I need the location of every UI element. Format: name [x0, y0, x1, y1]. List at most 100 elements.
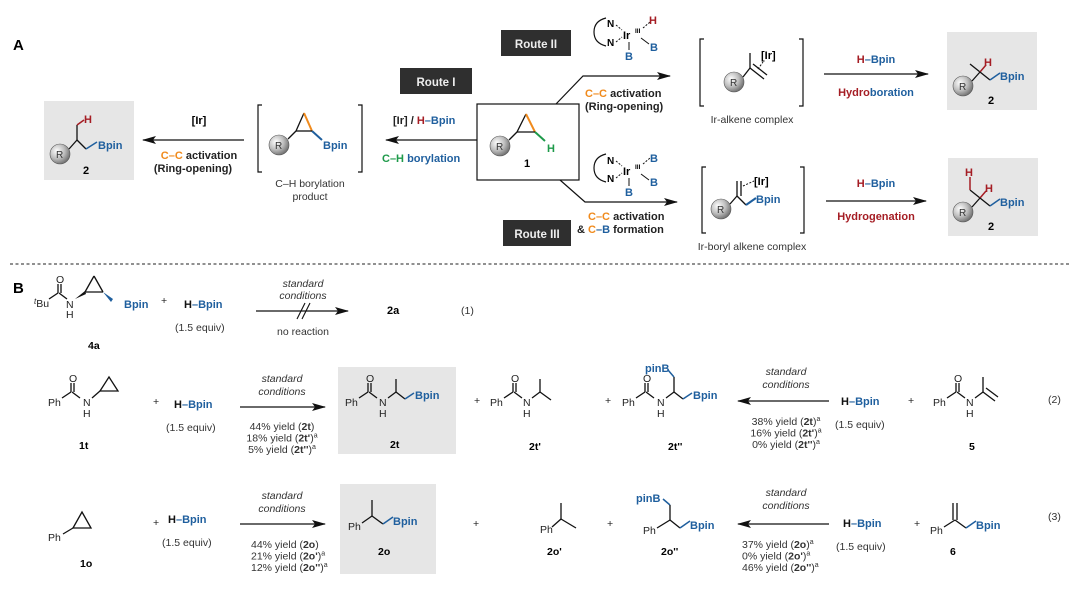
svg-text:Bpin: Bpin [393, 516, 418, 528]
svg-text:N: N [966, 397, 974, 409]
svg-text:(1): (1) [461, 305, 474, 317]
svg-text:B: B [650, 42, 658, 54]
svg-text:Ph: Ph [643, 525, 656, 537]
svg-text:2o': 2o' [547, 546, 562, 558]
svg-text:6: 6 [950, 546, 956, 558]
svg-text:H: H [83, 408, 91, 420]
substrate-1t: Ph O N H 1t [48, 373, 120, 452]
svg-text:Bpin: Bpin [1000, 71, 1025, 83]
svg-text:Ir: Ir [623, 30, 631, 42]
starting-material-1: R H 1 [476, 103, 580, 181]
svg-text:(1.5 equiv): (1.5 equiv) [175, 322, 225, 334]
svg-text:standard: standard [283, 278, 325, 290]
forward-yields-3: 44% yield (2o)21% yield (2o')a12% yield … [251, 539, 328, 574]
yield-line: 12% yield (2o'')a [251, 562, 328, 574]
svg-text:III: III [635, 28, 641, 35]
yield-line: 37% yield (2o)a [742, 539, 814, 551]
hbpin-reagent-3: H–Bpin [168, 514, 207, 526]
ir-boryl-alkene-complex: R [Ir] Bpin Ir-boryl alkene complex [698, 166, 807, 253]
svg-text:[Ir]: [Ir] [761, 50, 776, 62]
panel-a-label: A [13, 37, 24, 54]
route-2-catalyst: N N Ir III H B B [593, 15, 658, 63]
svg-text:[Ir]: [Ir] [754, 176, 769, 188]
alkene-5: Ph O N H 5 [933, 373, 999, 453]
svg-text:R: R [959, 82, 966, 93]
svg-text:N: N [66, 299, 74, 311]
svg-text:standard: standard [766, 366, 808, 378]
svg-text:C–H borylation: C–H borylation [275, 178, 345, 190]
svg-text:O: O [643, 373, 651, 385]
route-3-process-line1: C–C activation [588, 211, 665, 223]
svg-text:N: N [379, 397, 387, 409]
route-3-arrow [559, 179, 678, 206]
svg-text:H: H [547, 143, 555, 155]
route-3-process-line2: & C–B formation [577, 224, 664, 236]
svg-text:R: R [730, 78, 737, 89]
svg-text:O: O [69, 373, 77, 385]
svg-text:R: R [275, 141, 282, 152]
svg-text:4a: 4a [88, 340, 100, 352]
svg-text:B: B [650, 177, 658, 189]
svg-text:2: 2 [988, 221, 994, 233]
svg-text:Bpin: Bpin [124, 299, 149, 311]
route-3-product-2: R H H Bpin 2 [948, 158, 1038, 236]
svg-text:+: + [473, 518, 479, 530]
route-1-step2-ring-opening: (Ring-opening) [154, 163, 233, 175]
svg-text:+: + [161, 295, 167, 307]
r-group-ball [489, 135, 511, 157]
svg-text:conditions: conditions [762, 379, 810, 391]
hbpin-reagent-3b: H–Bpin [843, 518, 882, 530]
ir-alkene-complex: R [Ir] Ir-alkene complex [699, 38, 804, 126]
svg-text:2o: 2o [378, 546, 390, 558]
svg-text:+: + [908, 395, 914, 407]
product-2o: Ph Bpin 2o [340, 484, 436, 574]
svg-text:conditions: conditions [762, 500, 810, 512]
reverse-yields-3: 37% yield (2o)a0% yield (2o')a46% yield … [742, 539, 819, 574]
svg-text:III: III [635, 164, 641, 171]
hbpin-reagent-2b: H–Bpin [841, 396, 880, 408]
svg-text:(1.5 equiv): (1.5 equiv) [166, 422, 216, 434]
svg-text:Ph: Ph [48, 532, 61, 544]
svg-text:+: + [153, 517, 159, 529]
svg-text:conditions: conditions [258, 503, 306, 515]
route-1-product-2: R H Bpin 2 [44, 101, 134, 180]
svg-text:H: H [966, 408, 974, 420]
yield-line: 18% yield (2t')a [246, 433, 317, 445]
svg-text:pinB: pinB [645, 363, 669, 375]
route-2-arrow [555, 72, 671, 105]
route-1-reagent: [Ir] / H–Bpin [393, 115, 456, 127]
svg-text:no reaction: no reaction [277, 326, 329, 338]
svg-text:N: N [607, 38, 614, 49]
svg-text:Bpin: Bpin [323, 140, 348, 152]
svg-text:N: N [607, 19, 614, 30]
svg-text:Bpin: Bpin [976, 520, 1001, 532]
ch-borylation-intermediate: R Bpin C–H borylation product [257, 104, 363, 203]
svg-text:R: R [56, 150, 63, 161]
hbpin-reagent-2: H–Bpin [174, 399, 213, 411]
svg-text:conditions: conditions [279, 290, 327, 302]
svg-text:+: + [914, 518, 920, 530]
svg-text:(1.5 equiv): (1.5 equiv) [162, 537, 212, 549]
svg-text:O: O [511, 373, 519, 385]
route-3-badge: Route III [503, 220, 571, 246]
svg-text:H: H [984, 57, 992, 69]
svg-text:+: + [474, 395, 480, 407]
svg-text:(1.5 equiv): (1.5 equiv) [835, 419, 885, 431]
alkene-6: Ph Bpin 6 [930, 503, 1001, 558]
svg-text:N: N [523, 397, 531, 409]
route-2-step2-reagent: H–Bpin [857, 54, 896, 66]
equation-1: tBu O N H Bpin 4a + H–Bpin (1.5 equiv) s… [34, 274, 474, 352]
svg-text:+: + [153, 396, 159, 408]
svg-text:2t: 2t [390, 439, 400, 451]
svg-text:N: N [83, 397, 91, 409]
route-3-catalyst: N N Ir III B B B [593, 153, 658, 199]
svg-text:2t'': 2t'' [668, 441, 682, 453]
svg-text:5: 5 [969, 441, 975, 453]
svg-text:2o'': 2o'' [661, 546, 678, 558]
svg-text:O: O [954, 373, 962, 385]
svg-text:Ir: Ir [623, 166, 631, 178]
svg-text:H: H [523, 408, 531, 420]
svg-text:Bpin: Bpin [693, 390, 718, 402]
svg-text:Ph: Ph [348, 521, 361, 533]
